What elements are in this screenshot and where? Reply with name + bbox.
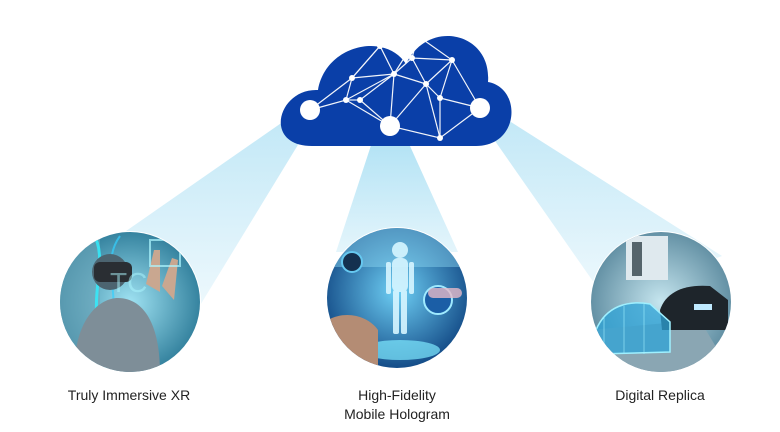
svg-text:TC: TC	[110, 267, 147, 298]
label-line: Digital Replica	[615, 387, 705, 403]
digital-car-icon	[590, 231, 732, 373]
label-line: High-Fidelity	[358, 387, 436, 403]
hologram-body-icon	[326, 227, 468, 369]
label-line: Truly Immersive XR	[67, 387, 191, 403]
beam-center	[336, 124, 458, 252]
label-high-fidelity-mobile-hologram: High-Fidelity Mobile Hologram	[287, 386, 507, 424]
cloud-node-center	[380, 116, 400, 136]
label-line: Mobile Hologram	[344, 406, 450, 422]
cloud-network-icon	[280, 33, 512, 146]
label-truly-immersive-xr: Truly Immersive XR	[19, 386, 239, 405]
cloud-node-right	[470, 98, 490, 118]
label-digital-replica: Digital Replica	[550, 386, 770, 405]
cloud-node-left	[300, 100, 320, 120]
